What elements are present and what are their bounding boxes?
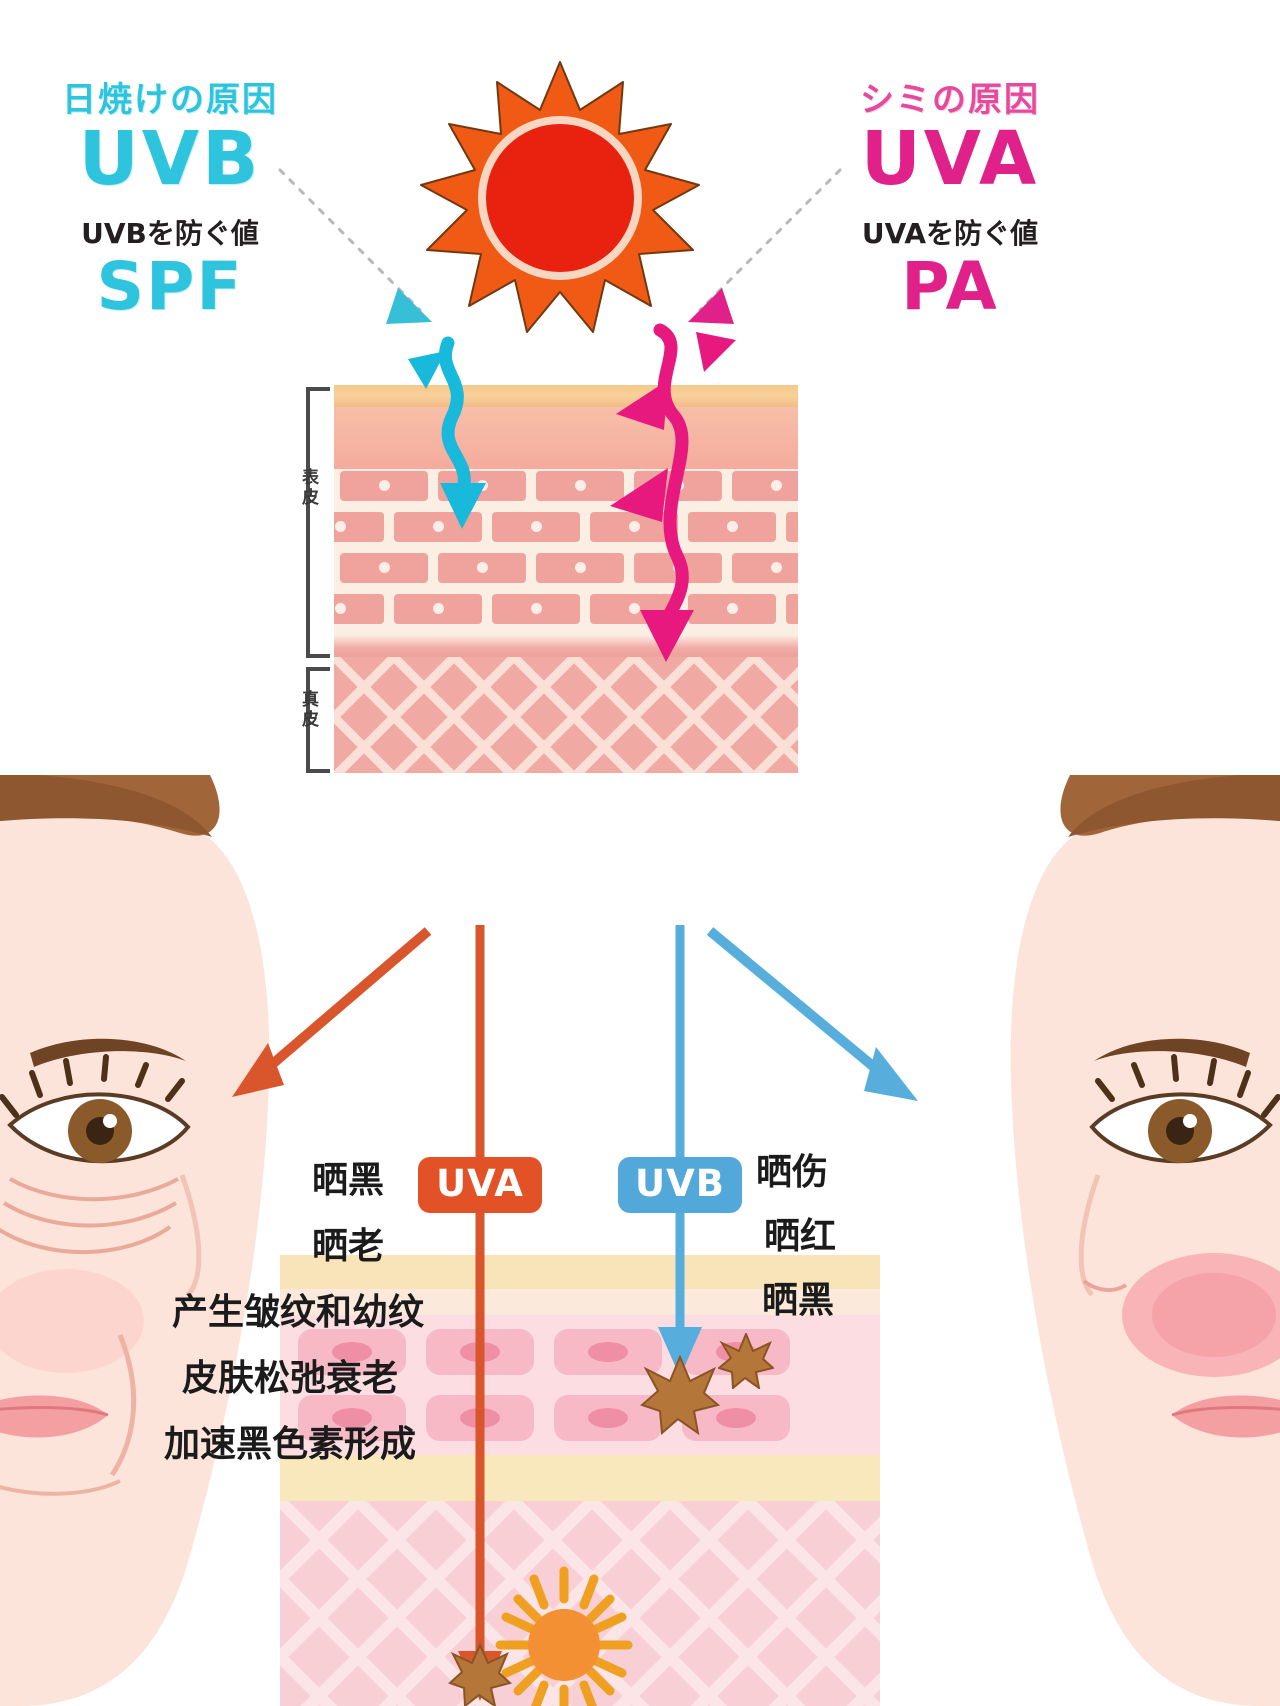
uvb-diagonal-arrow (706, 927, 918, 1101)
uva-penetration-arrow (610, 323, 736, 662)
uvb-impact-burst-small (718, 1333, 774, 1389)
uva-effects-list: 晒黑 晒老 产生皱纹和幼纹 皮肤松弛衰老 加速黑色素形成 (150, 1163, 550, 1493)
list-item: 产生皱纹和幼纹 (172, 1292, 425, 1333)
cell-nucleus (335, 521, 346, 532)
cell-nucleus (727, 521, 738, 532)
epidermis-cell (334, 512, 384, 542)
epidermis-cell (732, 553, 798, 583)
epidermis-cell (492, 512, 580, 542)
skin-surface-layer (334, 385, 798, 407)
pa-value-label: PA (901, 247, 999, 325)
aged-face (0, 775, 300, 1706)
bottom-surface-layer (280, 1255, 880, 1289)
uvb-penetration-arrow (408, 336, 486, 529)
uva-info-block: シミの原因 UVA UVAを防ぐ値 PA (800, 72, 1100, 320)
sun-icon (420, 61, 700, 333)
uvb-vertical-arrow (658, 925, 702, 1377)
bottom-subsurface-layer (280, 1289, 880, 1315)
epidermis-cell-row (334, 594, 798, 630)
list-item: 皮肤松弛衰老 (182, 1358, 399, 1399)
uvb-code-label: UVB (78, 116, 262, 202)
list-item: 加速黑色素形成 (164, 1424, 417, 1465)
uva-badge[interactable]: UVA (418, 1157, 542, 1213)
spf-value-label: SPF (96, 247, 244, 325)
uvb-info-block: 日焼けの原因 UVB UVBを防ぐ値 SPF (20, 72, 320, 320)
uvb-leader-line (278, 168, 432, 324)
epidermis-cell (492, 594, 580, 624)
uv-chinese-diagram (0, 775, 1280, 1706)
cell-nucleus (379, 480, 390, 491)
epidermis-bracket (306, 387, 330, 658)
uva-cause-label: シミの原因 (860, 80, 1040, 120)
uva-impact-burst (448, 1643, 512, 1706)
cell-nucleus (629, 521, 640, 532)
epidermis-cell (688, 512, 776, 542)
dermis-bracket (306, 667, 330, 773)
list-item: 晒黑 (762, 1280, 835, 1321)
dermis-fiber-pattern (334, 657, 798, 773)
epidermis-cell (340, 553, 428, 583)
epidermis-cell-row (334, 512, 798, 548)
epidermis-cell (334, 594, 384, 624)
epidermis-cell (786, 594, 798, 624)
cell-nucleus (727, 603, 738, 614)
list-item: 晒黑 (312, 1160, 385, 1201)
uva-leader-line (688, 168, 842, 324)
uvb-prevent-label: UVBを防ぐ値 (81, 216, 259, 250)
uva-diagonal-arrow (232, 927, 432, 1097)
cell-nucleus (433, 521, 444, 532)
cell-nucleus (531, 521, 542, 532)
cell-nucleus (477, 562, 488, 573)
uvb-badge[interactable]: UVB (618, 1157, 742, 1213)
cell-nucleus (575, 480, 586, 491)
sun-icon (495, 1566, 633, 1706)
basal-layer (334, 635, 798, 657)
cell-nucleus (531, 603, 542, 614)
cell-nucleus (575, 562, 586, 573)
uva-code-label: UVA (860, 116, 1040, 202)
epidermis-cell (438, 553, 526, 583)
epidermis-cell (536, 471, 624, 501)
epidermis-cell (590, 594, 678, 624)
epidermis-cell (394, 594, 482, 624)
cell-nucleus (379, 562, 390, 573)
epidermis-cell-layer (334, 469, 798, 635)
bottom-basal-layer (280, 1455, 880, 1501)
cell-nucleus (771, 562, 782, 573)
epidermis-cell (786, 512, 798, 542)
cell-nucleus (433, 603, 444, 614)
dermis-layer (334, 657, 798, 773)
uv-japanese-diagram: 日焼けの原因 UVB UVBを防ぐ値 SPF シミの原因 UVA UVAを防ぐ値… (0, 0, 1280, 775)
uvb-effects-list: 晒伤 晒红 晒黑 (756, 1155, 976, 1347)
epidermis-cell (688, 594, 776, 624)
list-item: 晒伤 (756, 1152, 829, 1193)
sunburned-face (980, 775, 1280, 1706)
list-item: 晒老 (312, 1226, 385, 1267)
dermis-label: 真皮 (298, 690, 318, 730)
epidermis-cell (732, 471, 798, 501)
uvb-impact-burst (640, 1355, 720, 1435)
cell-nucleus (629, 603, 640, 614)
list-item: 晒红 (764, 1216, 837, 1257)
epidermis-label: 表皮 (298, 468, 318, 508)
epidermis-cell (340, 471, 428, 501)
epidermis-cell (536, 553, 624, 583)
epidermis-cell (590, 512, 678, 542)
uva-prevent-label: UVAを防ぐ値 (861, 216, 1039, 250)
stratum-corneum-layer (334, 407, 798, 469)
cell-nucleus (335, 603, 346, 614)
uvb-cause-label: 日焼けの原因 (62, 80, 278, 120)
cell-nucleus (771, 480, 782, 491)
skin-cross-section (334, 385, 798, 773)
